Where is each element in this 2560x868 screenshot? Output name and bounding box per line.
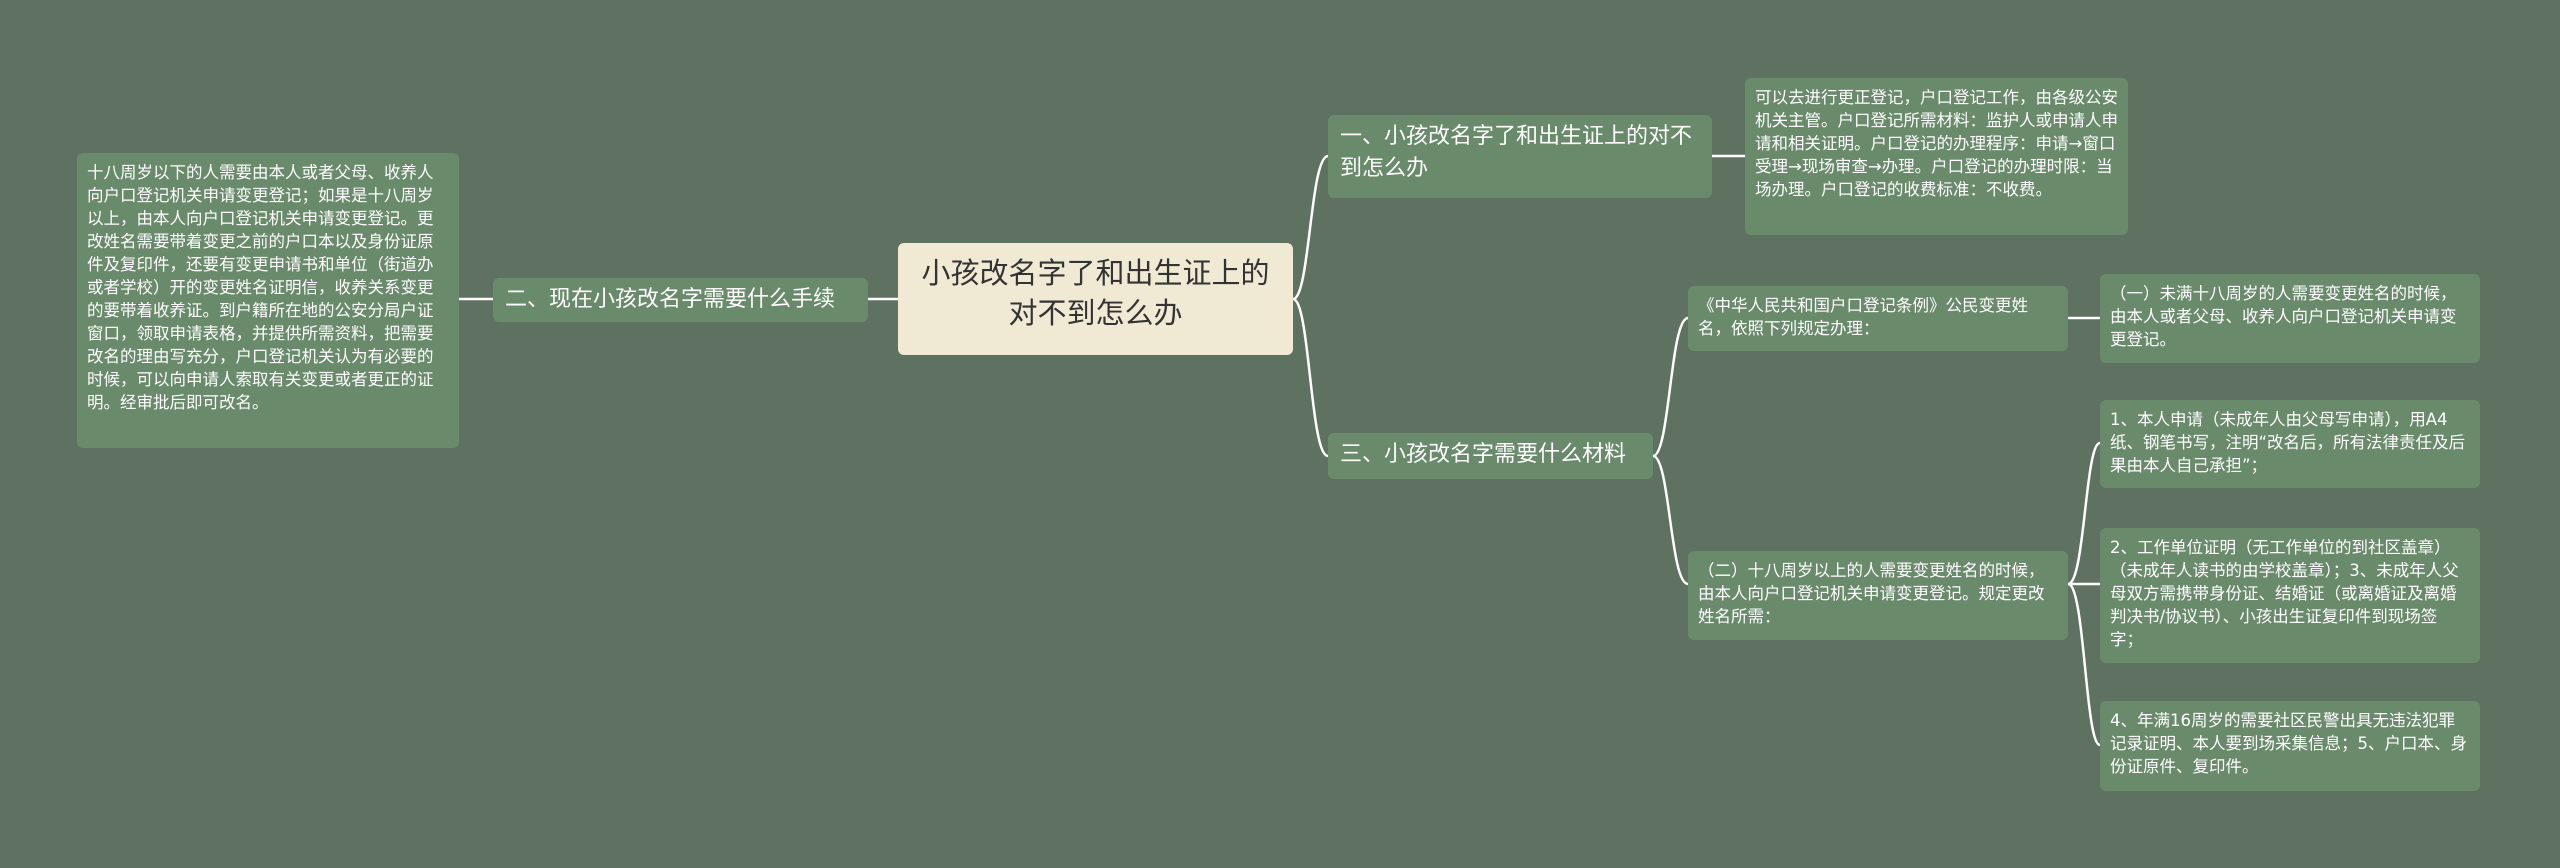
- regulation-node[interactable]: 《中华人民共和国户口登记条例》公民变更姓名，依照下列规定办理：: [1688, 286, 2068, 351]
- root-topic-text: 小孩改名字了和出生证上的对不到怎么办: [921, 256, 1270, 330]
- procedures-detail[interactable]: 十八周岁以下的人需要由本人或者父母、收养人向户口登记机关申请变更登记；如果是十八…: [77, 153, 459, 448]
- material-item-1-text: 1、本人申请（未成年人由父母写申请），用A4纸、钢笔书写，注明“改名后，所有法律…: [2110, 410, 2466, 475]
- over-18-node[interactable]: （二）十八周岁以上的人需要变更姓名的时候，由本人向户口登记机关申请变更登记。规定…: [1688, 551, 2068, 640]
- material-item-2-3[interactable]: 2、工作单位证明（无工作单位的到社区盖章）（未成年人读书的由学校盖章）；3、未成…: [2100, 528, 2480, 663]
- branch-materials-label: 三、小孩改名字需要什么材料: [1340, 442, 1627, 467]
- under-18-node-text: （一）未满十八周岁的人需要变更姓名的时候，由本人或者父母、收养人向户口登记机关申…: [2110, 284, 2457, 349]
- birth-certificate-detail-text: 可以去进行更正登记，户口登记工作，由各级公安机关主管。户口登记所需材料：监护人或…: [1755, 88, 2118, 199]
- branch-materials[interactable]: 三、小孩改名字需要什么材料: [1328, 433, 1653, 479]
- birth-certificate-detail[interactable]: 可以去进行更正登记，户口登记工作，由各级公安机关主管。户口登记所需材料：监护人或…: [1745, 78, 2128, 235]
- branch-procedures[interactable]: 二、现在小孩改名字需要什么手续: [493, 278, 868, 322]
- link-root-right: [1292, 154, 1329, 458]
- material-item-1[interactable]: 1、本人申请（未成年人由父母写申请），用A4纸、钢笔书写，注明“改名后，所有法律…: [2100, 400, 2480, 488]
- link-sub2-children: [2067, 441, 2102, 747]
- material-item-4-5[interactable]: 4、年满16周岁的需要社区民警出具无违法犯罪记录证明、本人要到场采集信息；5、户…: [2100, 701, 2480, 791]
- material-item-4-5-text: 4、年满16周岁的需要社区民警出具无违法犯罪记录证明、本人要到场采集信息；5、户…: [2110, 711, 2467, 776]
- over-18-node-text: （二）十八周岁以上的人需要变更姓名的时候，由本人向户口登记机关申请变更登记。规定…: [1698, 561, 2045, 626]
- branch-procedures-label: 二、现在小孩改名字需要什么手续: [505, 287, 836, 312]
- regulation-node-text: 《中华人民共和国户口登记条例》公民变更姓名，依照下列规定办理：: [1698, 296, 2028, 338]
- root-topic[interactable]: 小孩改名字了和出生证上的对不到怎么办: [898, 243, 1293, 355]
- material-item-2-3-text: 2、工作单位证明（无工作单位的到社区盖章）（未成年人读书的由学校盖章）；3、未成…: [2110, 538, 2459, 649]
- branch-birth-certificate[interactable]: 一、小孩改名字了和出生证上的对不到怎么办: [1328, 115, 1712, 198]
- under-18-node[interactable]: （一）未满十八周岁的人需要变更姓名的时候，由本人或者父母、收养人向户口登记机关申…: [2100, 274, 2480, 363]
- procedures-detail-text: 十八周岁以下的人需要由本人或者父母、收养人向户口登记机关申请变更登记；如果是十八…: [87, 163, 434, 412]
- branch-birth-certificate-label: 一、小孩改名字了和出生证上的对不到怎么办: [1340, 124, 1693, 181]
- link-right2-subs: [1652, 316, 1689, 586]
